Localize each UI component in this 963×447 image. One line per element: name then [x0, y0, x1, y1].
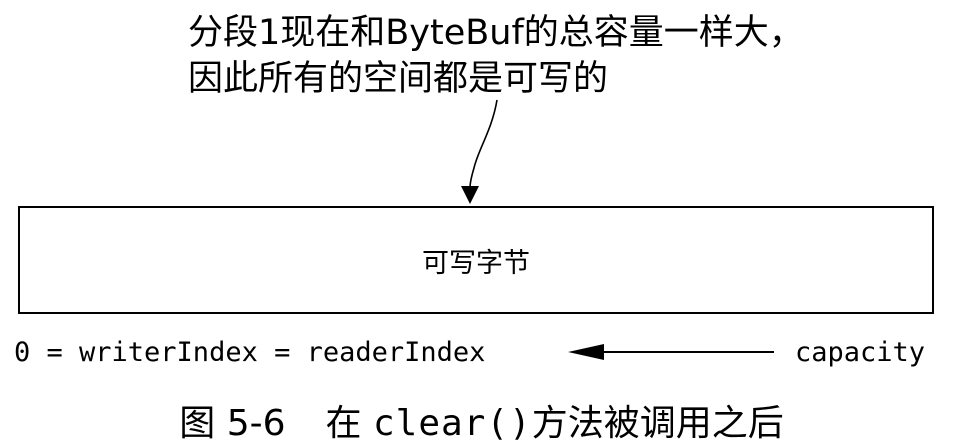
callout-pointer-line [469, 99, 498, 189]
caption-prefix: 在 [325, 403, 362, 444]
callout-line-2: 因此所有的空间都是可写的 [188, 59, 609, 99]
buffer-segment-writable: 可写字节 [18, 206, 934, 314]
index-label: 0 = writerIndex = readerIndex [14, 337, 486, 368]
capacity-label: capacity [795, 337, 926, 368]
figure-number: 图 5-6 [179, 403, 286, 444]
buffer-segment-label: 可写字节 [422, 247, 530, 279]
caption-method: clear() [372, 403, 532, 444]
callout-line-1: 分段1现在和ByteBuf的总容量一样大， [188, 13, 804, 53]
caption-suffix: 方法被调用之后 [531, 403, 784, 444]
callout-pointer-arrowhead [461, 186, 479, 204]
capacity-arrow-head [568, 344, 604, 360]
figure-caption: 图 5-6 在 clear()方法被调用之后 [0, 394, 963, 446]
callout-text: 分段1现在和ByteBuf的总容量一样大， 因此所有的空间都是可写的 [188, 10, 888, 102]
